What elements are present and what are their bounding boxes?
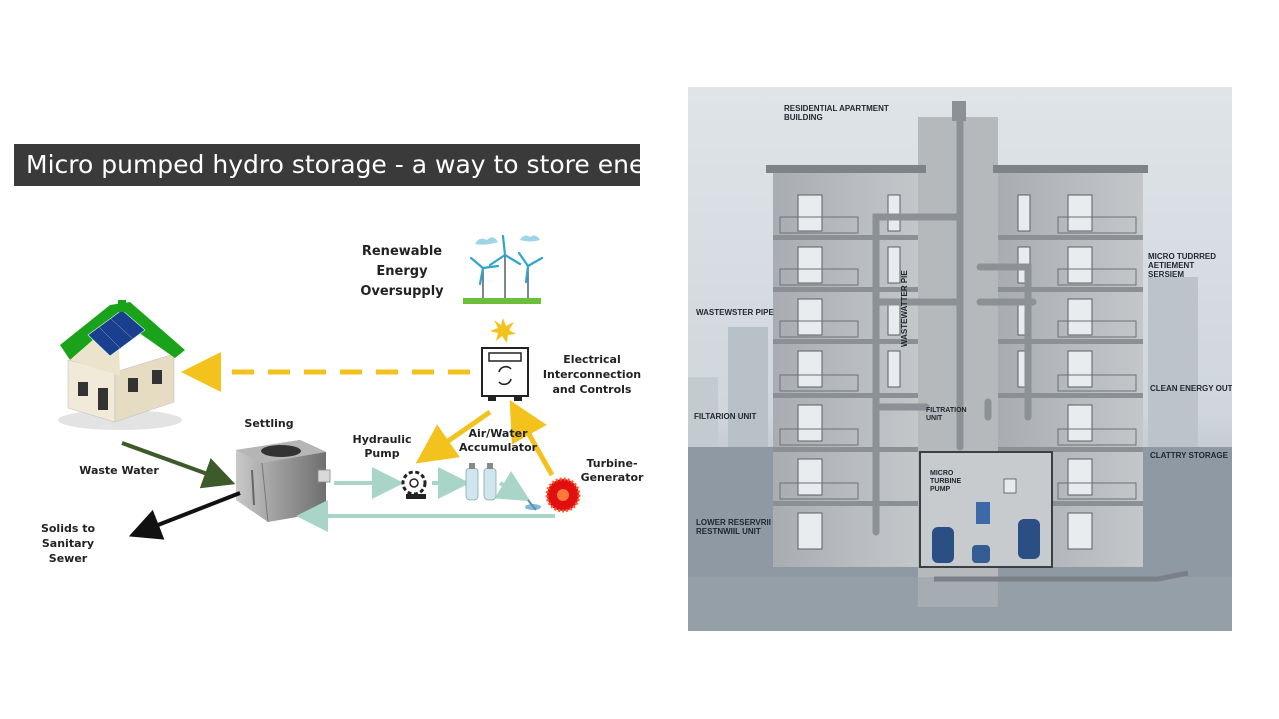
label-filtration-center: FILTRATION UNIT [926,407,967,422]
valve-icon [525,499,541,511]
control-box-icon [481,347,529,401]
arrow-turbine-to-controls [509,399,555,477]
label-lower-reservoir: LOWER RESERVRII RESTNWIIL UNIT [696,518,771,536]
label-waste-water: Waste Water [79,464,159,477]
label-micro-turbine-system: MICRO TUDRRED AETIEMENT SERSIEM [1148,252,1216,279]
building-illustration: RESIDENTIAL APARTMENT BUILDING MICRO TUD… [688,87,1232,631]
label-turbine: Turbine- Generator [580,457,644,484]
label-renewable: Renewable Energy Oversupply [360,244,444,299]
label-electrical: Electrical Interconnection and Controls [542,353,642,396]
label-wastewater-pipe: WASTEWSTER PIPE [696,308,774,317]
arrow-accumulator-to-turbine [494,470,531,502]
label-filtration-left: FILTARION UNIT [694,412,757,421]
arrow-solids [128,491,241,540]
label-hydraulic-pump: Hydraulic Pump [352,433,412,460]
pump-icon [401,470,427,499]
turbine-icon [545,477,581,513]
label-settling: Settling [244,417,294,430]
arrow-controls-to-pump [415,409,492,464]
label-battery-storage: CLATTRY STORAGE [1150,451,1228,460]
label-wastewater-vertical: WASTEWATTER PIE [900,270,909,347]
house-icon [58,300,185,430]
label-clean-energy: CLEAN ENERGY OUT [1150,384,1232,393]
label-solids: Solids to Sanitary Sewer [40,522,96,565]
pumped-hydro-diagram [58,234,581,540]
building-image [688,87,1232,631]
reservoir-tanks-icon [932,478,1040,563]
label-micro-turbine-pump: MICRO TURBINE PUMP [930,470,962,493]
slide-title: Micro pumped hydro storage - a way to st… [14,144,640,186]
wind-turbines-icon [463,234,544,304]
settling-tank-icon [236,440,331,523]
arrow-waste-water [121,441,236,489]
label-accumulator: Air/Water Accumulator [458,427,538,454]
label-residential-building: RESIDENTIAL APARTMENT BUILDING [784,104,889,122]
accumulator-icon [465,463,497,501]
spark-icon [490,318,516,343]
